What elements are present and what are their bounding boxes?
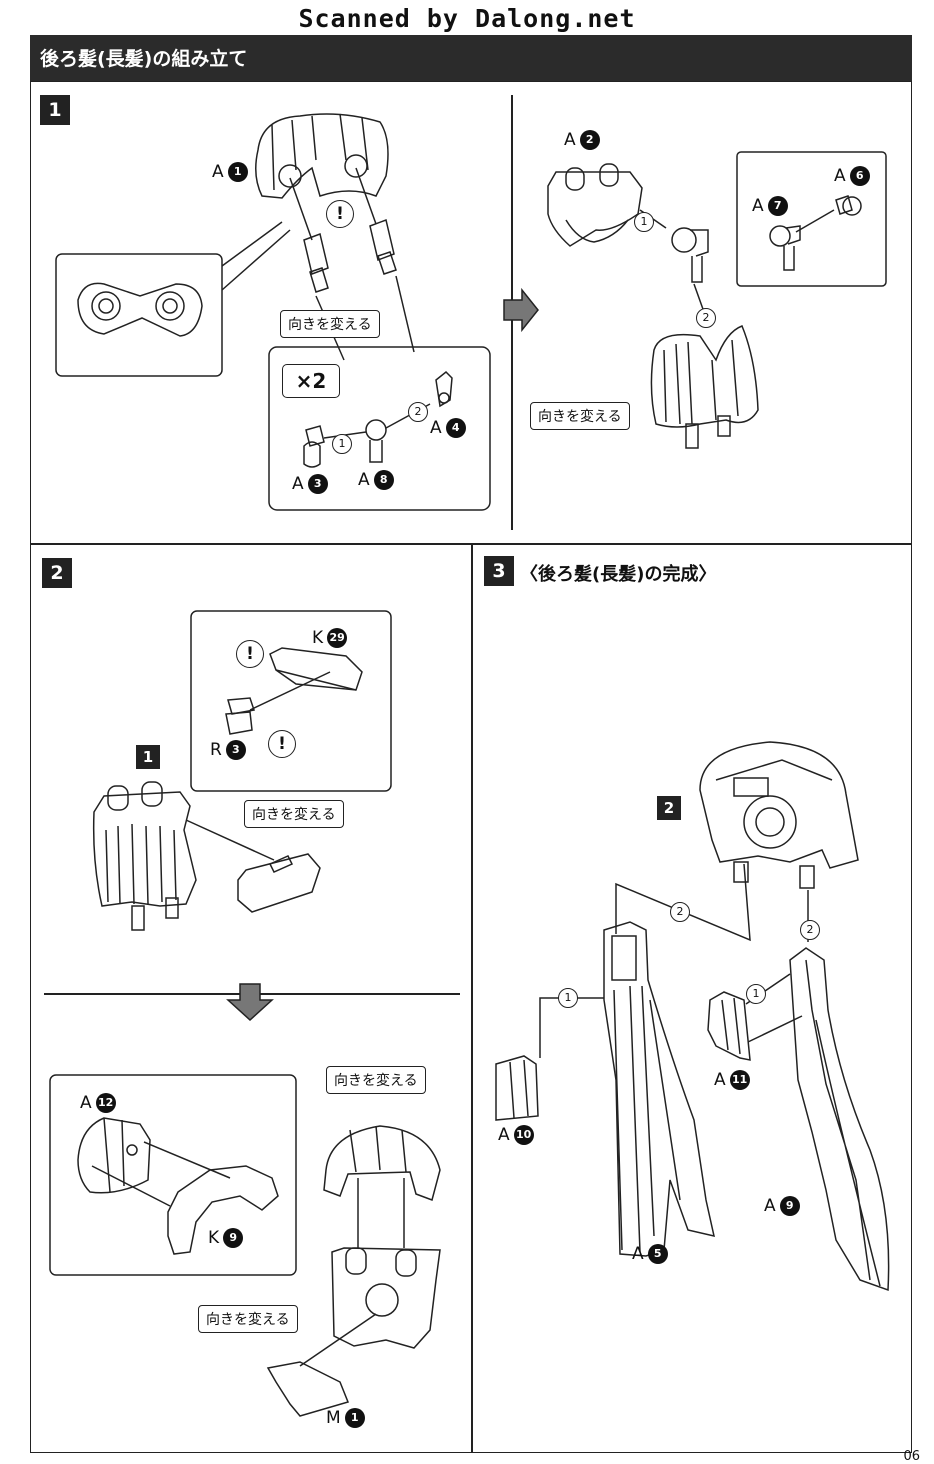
step-3-title: 〈後ろ髪(長髪)の完成〉	[520, 564, 717, 585]
part-letter: R	[210, 740, 222, 760]
order-1-marker: 1	[332, 434, 352, 454]
part-letter: A	[632, 1244, 644, 1264]
part-number: 9	[779, 1196, 800, 1216]
warning-icon: !	[268, 730, 296, 758]
part-number: 1	[227, 162, 248, 182]
part-letter: A	[358, 470, 370, 490]
step-3-number: 3	[484, 556, 514, 586]
part-letter: A	[834, 166, 846, 186]
part-letter: A	[292, 474, 304, 494]
part-letter: A	[564, 130, 576, 150]
page-number: 06	[903, 1449, 920, 1464]
part-letter: A	[752, 196, 764, 216]
part-number: 7	[767, 196, 788, 216]
change-direction-label: 向きを変える	[198, 1305, 298, 1333]
part-number: 11	[729, 1070, 750, 1090]
part-number: 3	[307, 474, 328, 494]
order-2-marker: 2	[408, 402, 428, 422]
step-1-number: 1	[40, 95, 70, 125]
part-letter: K	[208, 1228, 220, 1248]
part-letter: M	[326, 1408, 341, 1428]
change-direction-label: 向きを変える	[530, 402, 630, 430]
step-2-number: 2	[42, 558, 72, 588]
part-letter: A	[498, 1125, 510, 1145]
change-direction-label: 向きを変える	[326, 1066, 426, 1094]
order-1-marker: 1	[558, 988, 578, 1008]
part-number: 10	[513, 1125, 534, 1145]
part-letter: K	[312, 628, 324, 648]
order-1-marker: 1	[634, 212, 654, 232]
part-number: 12	[95, 1093, 116, 1113]
order-2-marker: 2	[800, 920, 820, 940]
order-2-marker: 2	[670, 902, 690, 922]
part-number: 5	[647, 1244, 668, 1264]
substep-2-number: 2	[657, 796, 681, 820]
part-number: 3	[225, 740, 246, 760]
warning-icon: !	[236, 640, 264, 668]
part-number: 29	[327, 628, 348, 648]
times-two-badge: ×2	[282, 364, 340, 398]
change-direction-label: 向きを変える	[280, 310, 380, 338]
divider-step2-3	[471, 543, 473, 1453]
change-direction-label: 向きを変える	[244, 800, 344, 828]
part-number: 2	[579, 130, 600, 150]
order-2-marker: 2	[696, 308, 716, 328]
scan-credit: Scanned by Dalong.net	[298, 4, 636, 33]
page-title-bar: 後ろ髪(長髪)の組み立て	[30, 35, 912, 81]
part-number: 8	[373, 470, 394, 490]
page-title: 後ろ髪(長髪)の組み立て	[40, 48, 248, 70]
part-number: 4	[445, 418, 466, 438]
order-1-marker: 1	[746, 984, 766, 1004]
part-letter: A	[714, 1070, 726, 1090]
part-number: 1	[344, 1408, 365, 1428]
part-letter: A	[430, 418, 442, 438]
part-letter: A	[764, 1196, 776, 1216]
part-letter: A	[80, 1093, 92, 1113]
part-letter: A	[212, 162, 224, 182]
part-number: 6	[849, 166, 870, 186]
warning-icon: !	[326, 200, 354, 228]
substep-1-number: 1	[136, 745, 160, 769]
part-number: 9	[223, 1228, 244, 1248]
